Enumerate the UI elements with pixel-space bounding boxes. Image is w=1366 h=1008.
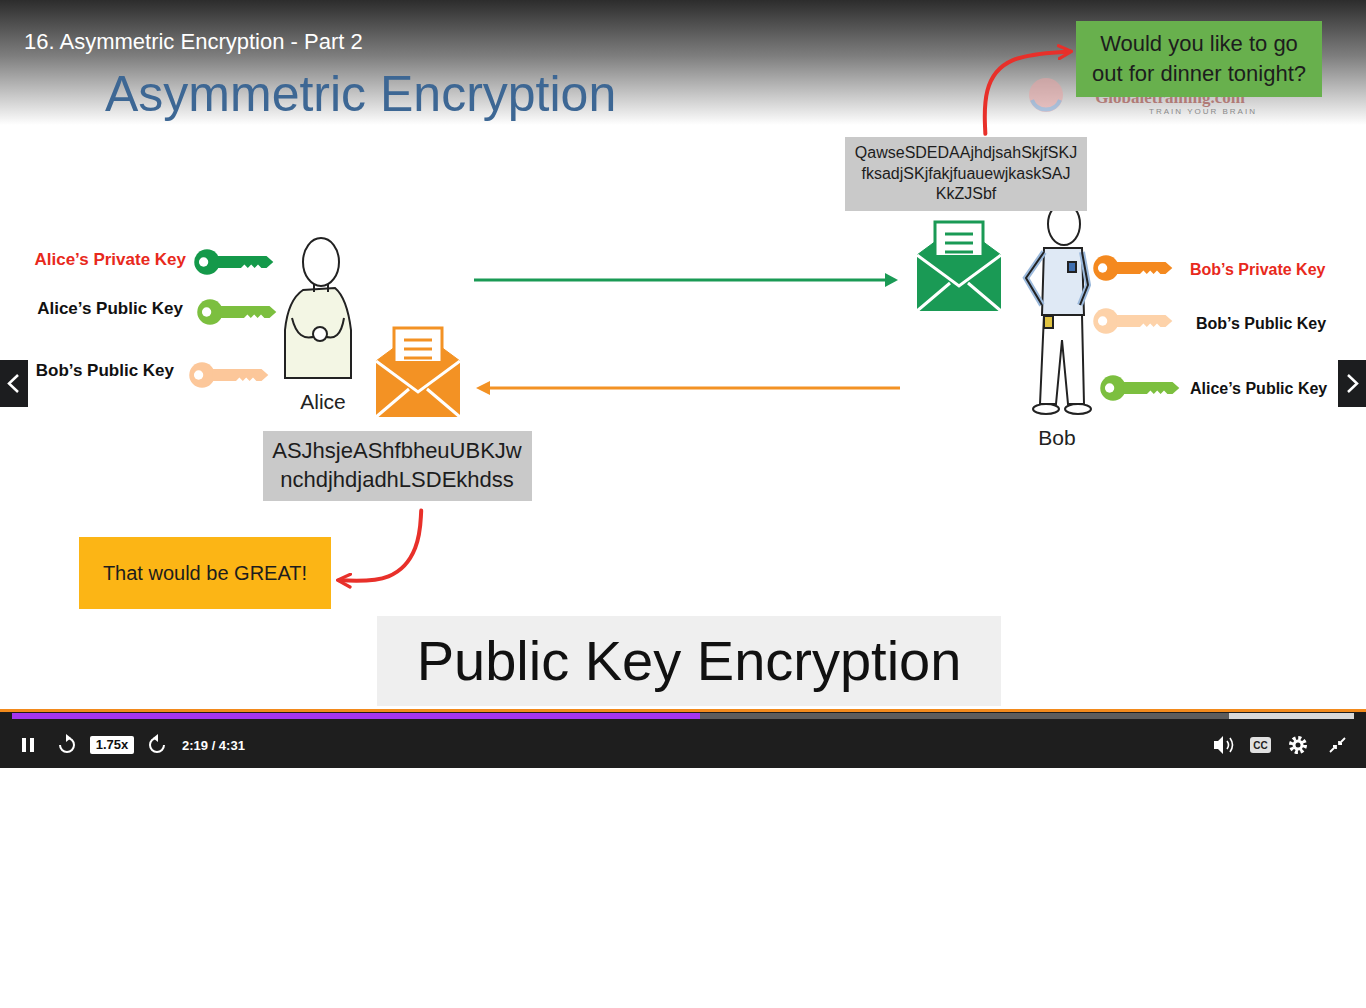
slide-edge-line [0, 709, 1366, 712]
settings-gear-hole [1296, 743, 1301, 748]
progress-played [12, 713, 700, 719]
bob-figure [1026, 203, 1091, 414]
node-text: ASJhsjeAShfbheuUBKJw nchdjhdjadhLSDEkhds… [271, 437, 524, 494]
bob-radio [1044, 316, 1053, 328]
exit-fullscreen-icon [1330, 738, 1345, 752]
private-key-icon [1093, 255, 1172, 281]
key-label: Bob’s Public Key [1196, 315, 1326, 333]
callout-arrow [339, 511, 421, 581]
bob-badge [1068, 262, 1076, 272]
caption-box: Public Key Encryption [377, 616, 1002, 705]
prev-button [0, 360, 28, 407]
ciphertext-box: QawseSDEDAAjhdjsahSkjfSKJ fksadjSKjfakjf… [845, 137, 1087, 211]
slide-title: Asymmetric Encryption [105, 65, 616, 123]
slide-background [0, 0, 1366, 768]
public-key-icon [1100, 375, 1179, 401]
pause-icon [30, 738, 34, 752]
key-label: Alice’s Public Key [37, 299, 183, 319]
node-text: That would be GREAT! [103, 561, 307, 585]
progress-track [12, 713, 1354, 719]
reply-arrow [488, 387, 900, 390]
alice-figure [285, 238, 351, 378]
player-top-shade [0, 0, 1366, 125]
node-text: 1.75x [96, 737, 129, 753]
watermark-logo [1029, 78, 1063, 112]
node-text: Public Key Encryption [417, 627, 962, 694]
time-display: 2:19 / 4:31 [182, 738, 245, 753]
speed-button: 1.75x [90, 736, 135, 754]
green-envelope [917, 222, 1001, 311]
send-arrow [474, 279, 887, 282]
logo-arc [1032, 100, 1060, 110]
bob-shoe [1033, 404, 1059, 414]
reply-arrowhead [476, 381, 490, 395]
person-name: Alice [300, 390, 346, 414]
public-key-icon [197, 299, 276, 325]
key-label: Bob’s Public Key [36, 361, 174, 381]
pause-icon [22, 738, 26, 752]
bob-arms [1026, 252, 1088, 305]
ciphertext-box: ASJhsjeAShfbheuUBKJw nchdjhdjadhLSDEkhds… [263, 431, 532, 500]
speech-bubble: Would you like to go out for dinner toni… [1076, 21, 1322, 96]
next-button [1338, 360, 1366, 407]
progress-buffer [1229, 713, 1354, 719]
captions-label: CC [1253, 740, 1267, 751]
alice-hands [313, 327, 327, 341]
bob-trousers [1040, 315, 1084, 404]
bob-arm-outline [1026, 252, 1088, 305]
person-name: Bob [1038, 426, 1075, 450]
bob-shoe [1065, 404, 1091, 414]
orange-envelope [376, 328, 460, 417]
rewind-arrow [66, 734, 71, 742]
logo-disc [1029, 78, 1063, 112]
settings-gear [1291, 738, 1305, 752]
volume-waves [1227, 738, 1233, 752]
public-key-icon [1093, 308, 1172, 334]
next-chevron [1348, 375, 1357, 392]
node-text: QawseSDEDAAjhdjsahSkjfSKJ fksadjSKjfakjf… [853, 143, 1079, 205]
public-key-icon [189, 362, 268, 388]
alice-body [285, 288, 351, 378]
watermark-tagline: TRAIN YOUR BRAIN [1149, 107, 1257, 116]
captions-button [1250, 737, 1271, 753]
send-arrowhead [885, 273, 898, 287]
key-label: Alice’s Public Key [1190, 380, 1327, 398]
node-text: Would you like to go out for dinner toni… [1090, 29, 1308, 88]
key-label: Alice’s Private Key [34, 250, 186, 270]
volume-icon [1214, 736, 1223, 754]
video-title: 16. Asymmetric Encryption - Part 2 [24, 29, 363, 55]
forward-arrow [153, 734, 158, 742]
bob-shirt [1042, 248, 1084, 315]
control-bar [0, 712, 1366, 768]
key-label: Bob’s Private Key [1190, 261, 1325, 279]
callout-arrow [985, 51, 1070, 133]
speech-bubble: That would be GREAT! [79, 537, 331, 609]
private-key-icon [194, 249, 273, 275]
prev-chevron [9, 375, 18, 392]
alice-head [303, 238, 339, 286]
settings-gear-body [1293, 740, 1304, 751]
